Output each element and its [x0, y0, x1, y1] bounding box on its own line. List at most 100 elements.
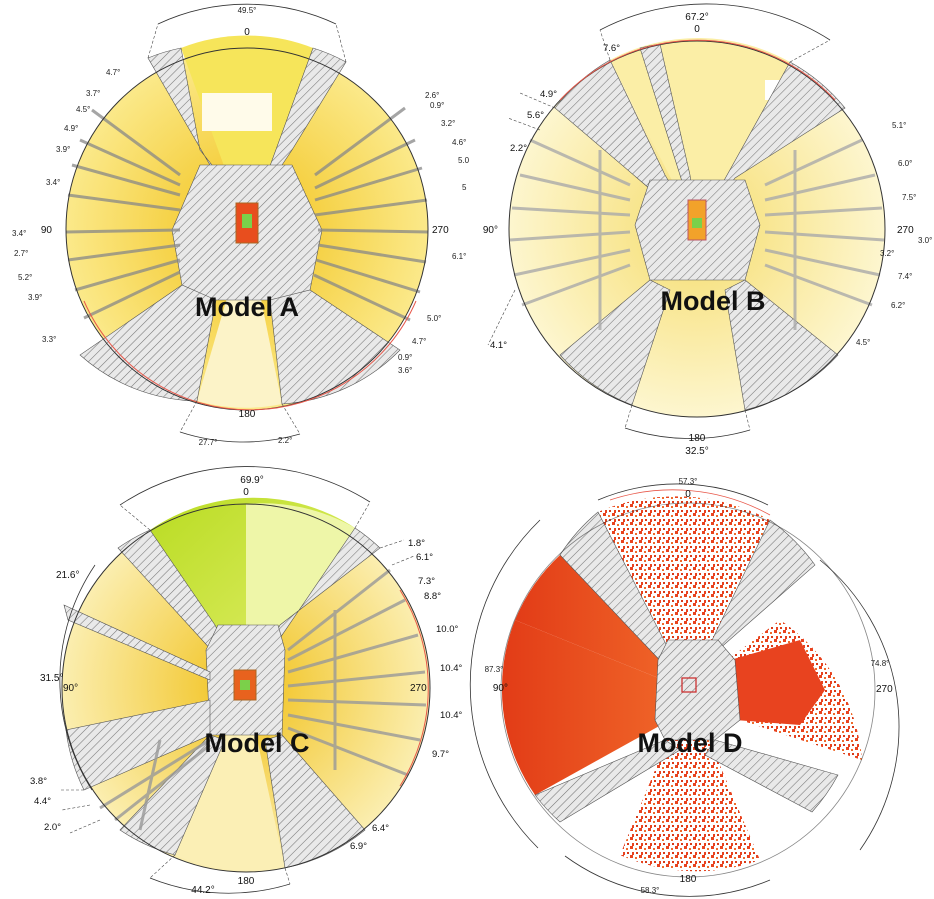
angle-label: 4.4°	[34, 796, 51, 807]
right-angle-label: 74.8°	[871, 659, 890, 668]
angle-label: 5.6°	[527, 110, 544, 121]
bottom-angle-label: 27.7°	[199, 438, 218, 447]
angle-label: 4.7°	[412, 337, 426, 346]
scan-gap	[202, 93, 272, 131]
axis-label-right: 270	[432, 225, 449, 236]
angle-label: 3.7°	[86, 89, 100, 98]
angle-label: 4.5°	[76, 105, 90, 114]
red-arc	[559, 39, 836, 101]
bottom-window	[197, 229, 282, 408]
dim-arc-left	[469, 519, 541, 849]
angle-label: 7.4°	[898, 272, 912, 281]
right-blind-wedges	[764, 138, 885, 330]
dim-leaders	[60, 501, 415, 885]
right-angle-labels: 5.1° 6.0° 7.5° 3.0° 3.2° 7.4° 6.2° 4.5°	[856, 121, 932, 347]
axis-label-bottom: 180	[239, 409, 256, 420]
angle-label: 3.3°	[42, 335, 56, 344]
dim-arc-left	[59, 564, 96, 791]
model-title: Model A	[195, 292, 299, 322]
angle-label: 5	[462, 183, 467, 192]
angle-label: 9.7°	[432, 749, 449, 760]
right-blind-wedges	[313, 106, 429, 322]
outline-circle	[61, 503, 431, 873]
angle-label: 6.1°	[452, 252, 466, 261]
red-arc	[609, 489, 771, 516]
top-angle-label: 49.5°	[238, 6, 257, 15]
angle-label: 2.2°	[510, 143, 527, 154]
angle-label: 8.8°	[424, 591, 441, 602]
left-angle-labels: 4.7° 3.7° 4.5° 4.9° 3.9° 3.4° 3.4° 2.7° …	[12, 68, 120, 344]
hatched-region	[246, 47, 347, 230]
angle-label: 5.1°	[892, 121, 906, 130]
angle-label: 6.2°	[891, 301, 905, 310]
model-title: Model D	[638, 728, 743, 758]
panel-model-d: Model D 57.3° 0 90° 270 180 58.3° 87.3° …	[469, 477, 900, 897]
angle-label: 3.2°	[880, 249, 894, 258]
angle-label: 2.0°	[44, 822, 61, 833]
angle-label: 3.8°	[30, 776, 47, 787]
outline-circle	[508, 40, 886, 418]
axis-label-top: 0	[694, 24, 700, 35]
bottom-angle-label: 44.2°	[191, 885, 214, 896]
dim-arc-top	[597, 483, 769, 506]
dim-arc-top	[157, 3, 337, 25]
angle-label: 6.1°	[416, 552, 433, 563]
angle-label: 4.9°	[540, 89, 557, 100]
axis-label-top: 0	[685, 489, 691, 500]
left-blind-wedges	[65, 108, 181, 320]
panel-model-a: Model A 49.5° 0 90 270 180 27.7° 2.2° 4.…	[12, 3, 470, 447]
angle-label: 6.9°	[350, 841, 367, 852]
axis-label-top: 0	[243, 487, 249, 498]
scanner-core	[242, 214, 252, 228]
bottom-window	[175, 688, 285, 872]
angle-label: 2.6°	[425, 91, 439, 100]
angle-label: 4.7°	[106, 68, 120, 77]
hatched-region	[119, 734, 226, 856]
dim-leaders	[487, 29, 831, 431]
axis-label-right: 270	[876, 684, 893, 695]
axis-label-top: 0	[244, 27, 250, 38]
dim-arc-top	[599, 3, 831, 41]
angle-label: 3.4°	[12, 229, 26, 238]
top-window	[181, 35, 313, 229]
dim-arc-top	[119, 466, 371, 506]
angle-label: 3.9°	[28, 293, 42, 302]
bottom-angle-label: 32.5°	[685, 446, 708, 457]
angle-label: 3.4°	[46, 178, 60, 187]
right-angle-labels: 2.6° 0.9° 3.2° 4.6° 5.0 5 6.1° 5.0° 4.7°…	[398, 91, 470, 375]
angle-label: 5.0	[458, 156, 470, 165]
red-arc	[83, 300, 417, 411]
angle-label: 3.9°	[56, 145, 70, 154]
angle-label: 6.4°	[372, 823, 389, 834]
hatched-core	[654, 639, 741, 741]
scanner-core	[240, 680, 250, 690]
angle-label: 3.0°	[918, 236, 932, 245]
angle-label: 0.9°	[398, 353, 412, 362]
axis-label-left: 90°	[483, 225, 498, 236]
model-title: Model C	[205, 728, 310, 758]
red-arc	[399, 589, 429, 787]
angle-label: 5.0°	[427, 314, 441, 323]
axis-label-bottom: 180	[680, 874, 697, 885]
angle-label: 0.9°	[430, 101, 444, 110]
top-scan-region	[598, 496, 770, 690]
top-angle-label: 69.9°	[240, 475, 263, 486]
dim-arc-right	[819, 559, 900, 851]
left-angle-labels: 21.6° 31.5° 3.8° 4.4° 2.0°	[30, 570, 79, 833]
angle-label: 2.7°	[14, 249, 28, 258]
angle-label: 7.5°	[902, 193, 916, 202]
angle-label: 4.5°	[856, 338, 870, 347]
axis-label-bottom: 180	[689, 433, 706, 444]
angle-label: 7.6°	[603, 43, 620, 54]
dim-arc-bottom	[624, 427, 751, 439]
angle-label: 6.0°	[898, 159, 912, 168]
hatched-region	[534, 739, 681, 823]
right-dense-scan	[730, 640, 825, 725]
angle-label: 3.2°	[441, 119, 455, 128]
angle-label: 10.0°	[436, 624, 458, 635]
angle-label: 4.9°	[64, 124, 78, 133]
hatched-region	[245, 527, 381, 689]
left-blind-wedges	[509, 138, 631, 330]
panel-model-c: Model C 69.9° 0 90° 270 180 44.2° 21.6° …	[30, 466, 462, 896]
